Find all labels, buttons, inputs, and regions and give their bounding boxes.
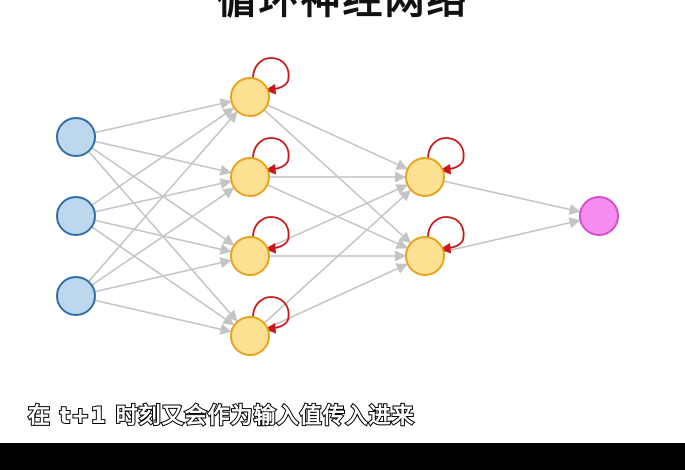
connections <box>87 98 581 335</box>
edge-input-3-to-hidden-1-2 <box>91 187 235 286</box>
recurrent-loop-hidden-2-2 <box>427 216 465 254</box>
edge-hidden-1-4-to-hidden-2-1 <box>263 189 412 324</box>
recurrent-loop-hidden-1-2 <box>252 137 290 175</box>
neuron-hidden-2-1 <box>405 157 445 197</box>
edge-hidden-1-1-to-hidden-2-2 <box>263 109 412 244</box>
bottom-bar <box>0 443 685 470</box>
recurrent-loop-hidden-2-1 <box>427 137 465 175</box>
edge-hidden-1-3-to-hidden-2-1 <box>266 184 408 249</box>
edge-hidden-2-2-to-output-1 <box>443 217 581 253</box>
recurrent-loop-hidden-1-1 <box>252 57 290 95</box>
neuron-hidden-1-1 <box>230 77 270 117</box>
recurrent-loops <box>252 57 465 334</box>
edge-input-3-to-hidden-1-1 <box>87 111 238 283</box>
neuron-hidden-1-3 <box>230 236 270 276</box>
edge-hidden-2-1-to-output-1 <box>443 180 581 215</box>
rnn-diagram <box>56 57 619 356</box>
recurrent-loop-hidden-1-4 <box>252 296 290 334</box>
recurrent-loop-hidden-1-3 <box>252 216 290 254</box>
neuron-input-1 <box>56 117 96 157</box>
edge-input-2-to-hidden-1-1 <box>91 107 235 206</box>
neuron-output-1 <box>579 196 619 236</box>
neurons <box>56 77 619 356</box>
edge-input-3-to-hidden-1-4 <box>94 299 232 335</box>
neuron-hidden-2-2 <box>405 236 445 276</box>
neuron-hidden-1-4 <box>230 316 270 356</box>
neuron-input-3 <box>56 276 96 316</box>
edge-input-1-to-hidden-1-1 <box>94 98 232 134</box>
edge-hidden-1-4-to-hidden-2-2 <box>266 263 408 329</box>
edge-input-3-to-hidden-1-3 <box>94 257 232 293</box>
subtitle-caption: 在 t+1 时刻又会作为输入值传入进来 <box>27 403 415 430</box>
neuron-hidden-1-2 <box>230 157 270 197</box>
neuron-input-2 <box>56 196 96 236</box>
edge-hidden-1-1-to-hidden-2-1 <box>266 104 408 170</box>
diagram-title: 循环神经网络 <box>216 0 469 23</box>
